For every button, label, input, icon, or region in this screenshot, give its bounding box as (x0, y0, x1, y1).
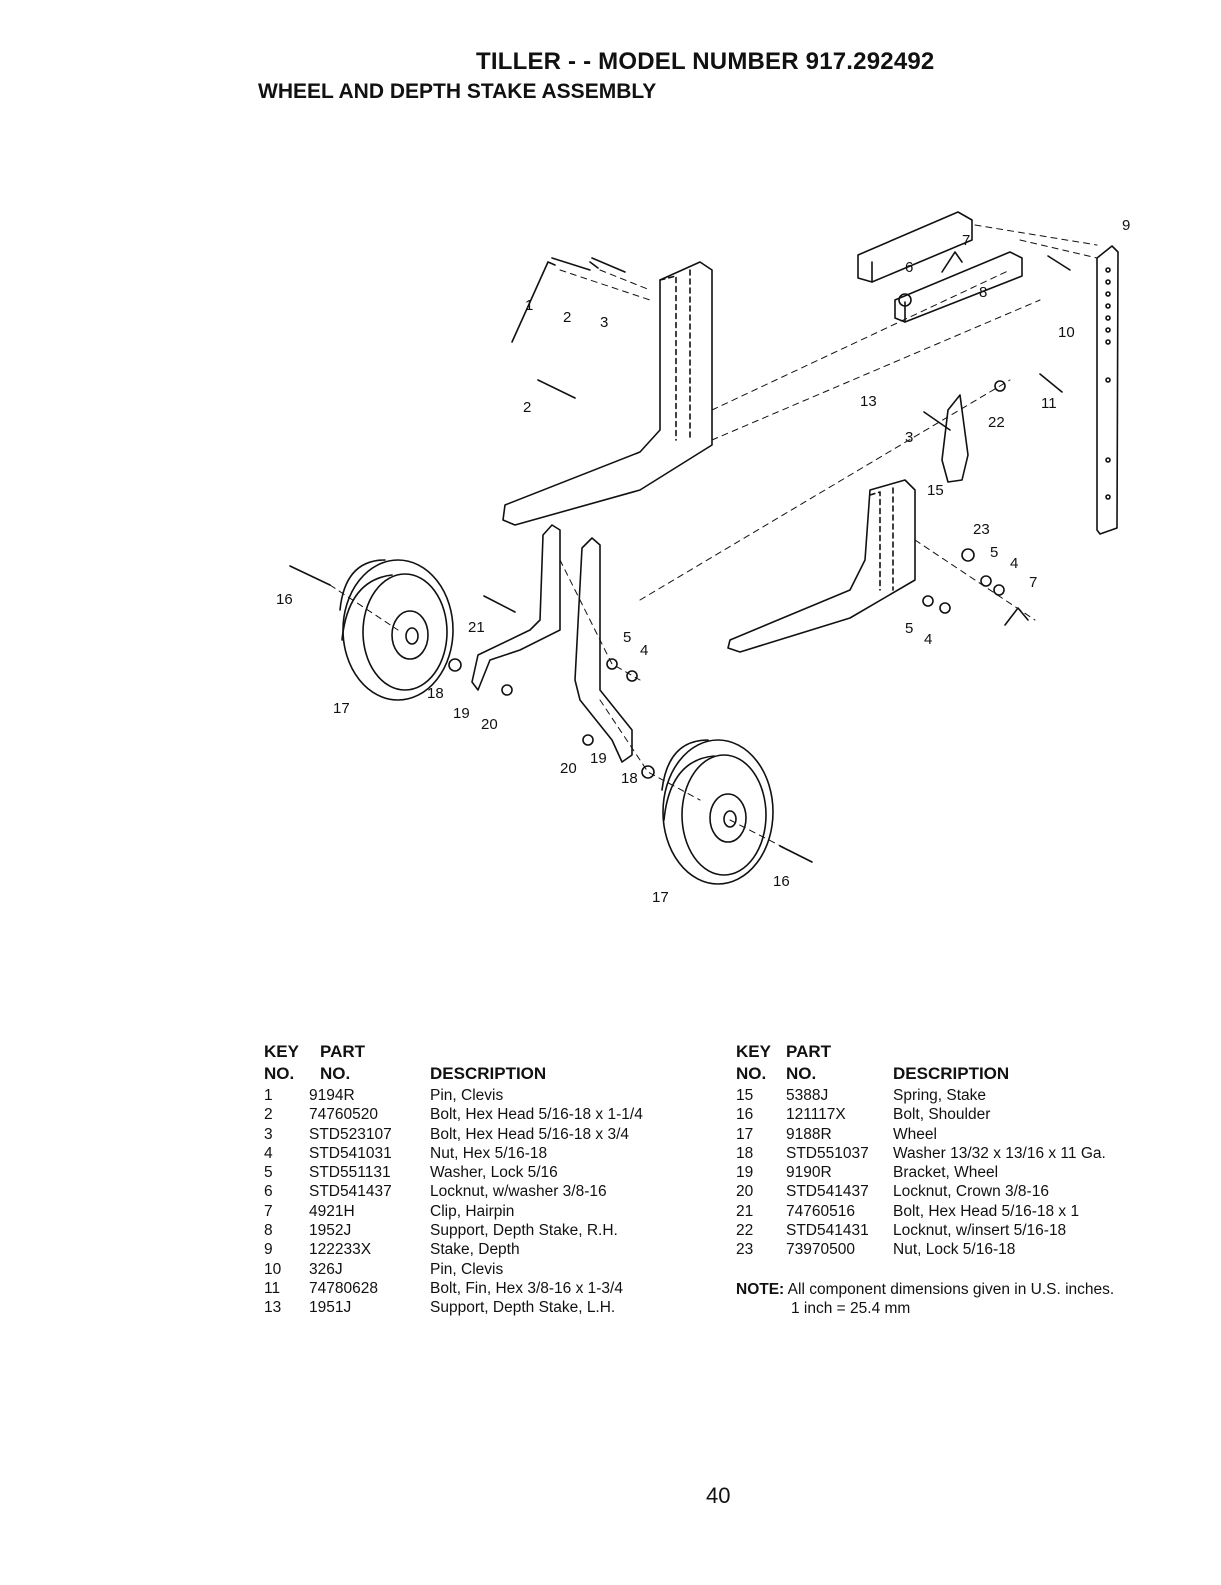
callout-23: 23 (973, 521, 990, 538)
key-header-line2: NO. (264, 1064, 295, 1083)
part-header-line2: NO. (786, 1064, 817, 1083)
callout-22: 22 (988, 414, 1005, 431)
page-title: TILLER - - MODEL NUMBER 917.292492 (476, 48, 935, 75)
wheel-support-left (471, 524, 561, 691)
callout-3: 3 (600, 314, 608, 331)
description-header: DESCRIPTION (430, 1064, 547, 1083)
assembly-subtitle: WHEEL AND DEPTH STAKE ASSEMBLY (258, 80, 657, 103)
wheel-right-tire (662, 739, 774, 885)
depth-stake-support-rh (857, 211, 973, 283)
exploded-parts-diagram: 1 2 3 2 6 7 8 9 10 11 13 3 22 15 23 5 4 … (276, 211, 1130, 906)
callout-16: 16 (276, 591, 293, 608)
callout-17: 17 (333, 700, 350, 717)
callout-20: 20 (481, 716, 498, 733)
callout-11: 11 (1041, 395, 1057, 412)
spring-stake (941, 394, 969, 483)
callout-20b: 20 (560, 760, 577, 777)
depth-stake-holes (1105, 267, 1111, 500)
callout-1: 1 (525, 297, 533, 314)
callout-9: 9 (1122, 217, 1130, 234)
callout-4b: 4 (924, 631, 932, 648)
callout-3b: 3 (905, 429, 913, 446)
key-header-line1: KEY (264, 1042, 299, 1061)
callout-6: 6 (905, 259, 913, 276)
callout-16b: 16 (773, 873, 790, 890)
callout-7b: 7 (1029, 574, 1037, 591)
callout-19: 19 (453, 705, 470, 722)
part-header-line2: NO. (320, 1064, 351, 1083)
callout-18b: 18 (621, 770, 638, 787)
callout-2b: 2 (523, 399, 531, 416)
diagram-callouts: 1 2 3 2 6 7 8 9 10 11 13 3 22 15 23 5 4 … (276, 217, 1130, 906)
page-number: 40 (706, 1483, 731, 1508)
note-conversion: 1 inch = 25.4 mm (791, 1300, 911, 1317)
callout-2: 2 (563, 309, 571, 326)
note-label: NOTE: (736, 1281, 785, 1298)
part-header-line1: PART (786, 1042, 832, 1061)
frame-bracket-right (727, 479, 916, 653)
callout-5: 5 (990, 544, 998, 561)
key-header-line1: KEY (736, 1042, 771, 1061)
dimension-note: NOTE: All component dimensions given in … (736, 1280, 1114, 1318)
callout-7: 7 (962, 232, 970, 249)
callout-10: 10 (1058, 324, 1075, 341)
callout-4: 4 (1010, 555, 1018, 572)
depth-stake-support-lh (894, 251, 1023, 323)
depth-stake (1096, 245, 1119, 535)
parts-table-right-header: KEY NO. PART NO. DESCRIPTION (736, 1042, 1176, 1086)
description-header: DESCRIPTION (893, 1064, 1010, 1083)
callout-5b: 5 (905, 620, 913, 637)
parts-table-left-header: KEY NO. PART NO. DESCRIPTION (264, 1042, 714, 1086)
callout-21: 21 (468, 619, 485, 636)
callout-19b: 19 (590, 750, 607, 767)
frame-bracket-left (502, 261, 713, 526)
callout-13: 13 (860, 393, 877, 410)
callout-5c: 5 (623, 629, 631, 646)
callout-18: 18 (427, 685, 444, 702)
part-header-line1: PART (320, 1042, 366, 1061)
callout-4c: 4 (640, 642, 648, 659)
wheel-support-right (574, 537, 633, 763)
key-header-line2: NO. (736, 1064, 767, 1083)
callout-15: 15 (927, 482, 944, 499)
note-text: All component dimensions given in U.S. i… (787, 1281, 1115, 1298)
callout-17b: 17 (652, 889, 669, 906)
callout-8: 8 (979, 284, 987, 301)
